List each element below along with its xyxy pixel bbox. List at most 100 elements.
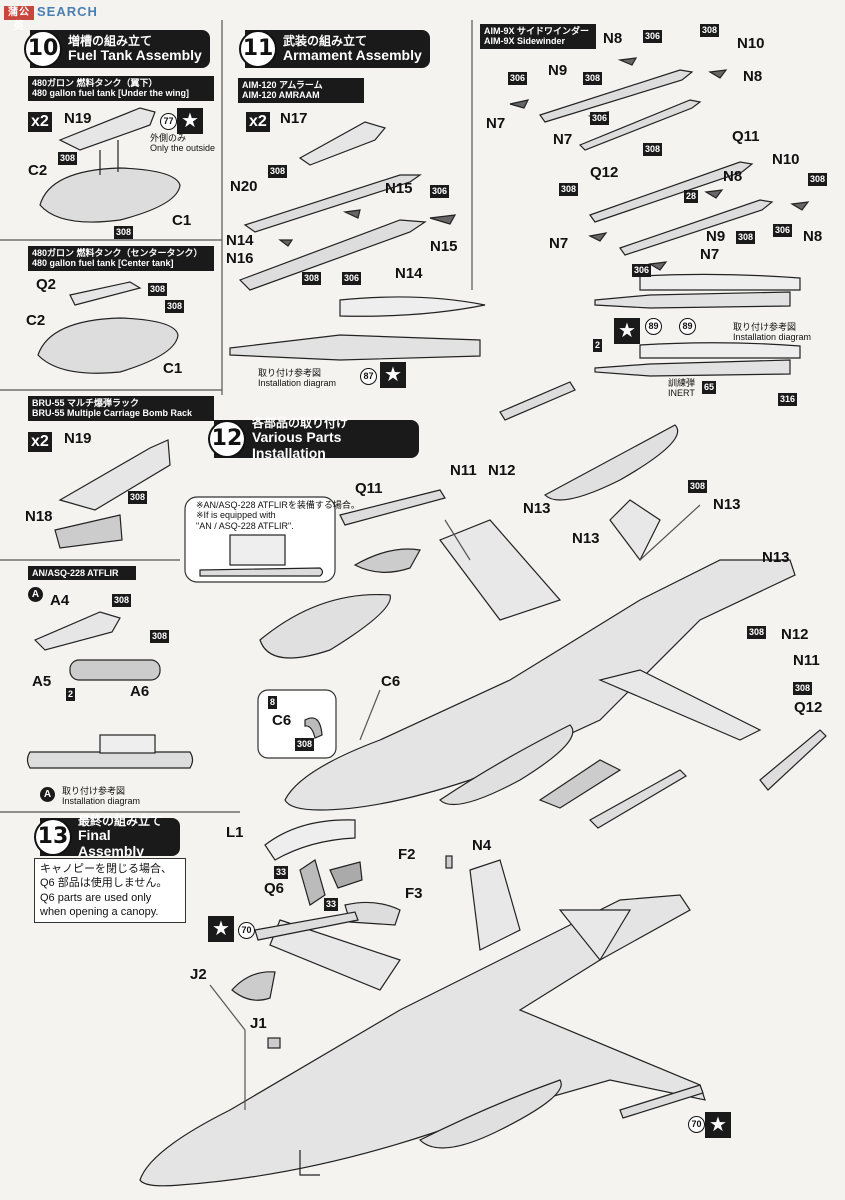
decal-number-89: 89	[645, 318, 662, 335]
watermark-logo: 蒲公英	[4, 5, 34, 32]
paint-code-308: 308	[688, 480, 708, 493]
part-label-a4: A4	[50, 592, 70, 609]
part-label-n14: N14	[226, 232, 254, 249]
note-install-amraam: 取り付け参考図 Installation diagram	[258, 368, 336, 389]
decal-number-89: 89	[679, 318, 696, 335]
paint-code-308: 308	[114, 226, 134, 239]
multiplier-bru55: x2	[28, 432, 52, 452]
paint-code-308: 308	[148, 283, 168, 296]
part-label-n15: N15	[430, 238, 458, 255]
part-label-f3: F3	[405, 885, 423, 902]
part-label-n8: N8	[743, 68, 763, 85]
part-label-c1: C1	[172, 212, 192, 229]
decal-number-87: 87	[360, 368, 377, 385]
step-13-title-jp: 最終の組み立て	[77, 814, 162, 829]
section-sidewinder-label: AIM-9X サイドワインダー AIM-9X Sidewinder	[480, 24, 596, 49]
part-label-j1: J1	[250, 1015, 267, 1032]
section-amraam-jp: AIM-120 アムラーム	[242, 80, 323, 90]
paint-code-308: 308	[295, 738, 315, 751]
atflir-marker-a: A	[40, 787, 55, 802]
part-label-q2: Q2	[36, 276, 57, 293]
part-label-n18: N18	[25, 508, 53, 525]
note-canopy-en1: Q6 parts are used only	[40, 891, 152, 904]
part-label-c2: C2	[26, 312, 46, 329]
paint-code-308: 308	[747, 626, 767, 639]
note-canopy-jp1: キャノピーを閉じる場合、	[40, 863, 172, 875]
decal-number-70: 70	[238, 922, 255, 939]
section-atflir-label: AN/ASQ-228 ATFLIR	[28, 566, 136, 581]
part-label-q12: Q12	[794, 699, 823, 716]
decal-star-icon: ★	[177, 108, 203, 134]
paint-code-308: 308	[700, 24, 720, 37]
note-outside-only: 外側のみ Only the outside	[150, 133, 215, 154]
part-label-q12: Q12	[590, 164, 619, 181]
part-label-n13: N13	[713, 496, 741, 513]
note-install-en: Installation diagram	[733, 332, 812, 343]
paint-code-2: 2	[66, 688, 76, 701]
step-12-title-jp: 各部品の取り付け	[251, 416, 348, 431]
part-label-n7: N7	[486, 115, 506, 132]
part-label-n13: N13	[762, 549, 790, 566]
part-label-n19: N19	[64, 430, 92, 447]
part-label-n10: N10	[772, 151, 800, 168]
section-center-tank-label: 480ガロン 燃料タンク（センタータンク） 480 gallon fuel ta…	[28, 246, 214, 271]
note-atflir-en1: ※If is equipped with	[196, 510, 276, 521]
note-canopy-jp2: Q6 部品は使用しません。	[40, 877, 168, 890]
part-label-n9: N9	[548, 62, 568, 79]
paint-code-308: 308	[150, 630, 170, 643]
note-install-en: Installation diagram	[62, 796, 141, 807]
paint-code-65: 65	[702, 381, 717, 394]
paint-code-8: 8	[268, 696, 278, 709]
part-label-n10: N10	[737, 35, 765, 52]
paint-code-316: 316	[778, 393, 798, 406]
part-label-n7: N7	[549, 235, 569, 252]
section-atflir-en: AN/ASQ-228 ATFLIR	[32, 568, 119, 578]
paint-code-308: 308	[302, 272, 322, 285]
decal-star-icon: ★	[705, 1112, 731, 1138]
paint-code-2: 2	[593, 339, 603, 352]
part-label-n20: N20	[230, 178, 258, 195]
section-amraam-en: AIM-120 AMRAAM	[242, 90, 320, 101]
section-amraam-label: AIM-120 アムラーム AIM-120 AMRAAM	[238, 78, 364, 103]
section-center-tank-en: 480 gallon fuel tank [Center tank]	[32, 258, 174, 269]
step-11-number: 11	[239, 30, 277, 68]
section-sidewinder-jp: AIM-9X サイドワインダー	[484, 26, 590, 36]
step-10-number: 10	[24, 30, 62, 68]
paint-code-308: 308	[112, 594, 132, 607]
part-label-n14: N14	[395, 265, 423, 282]
note-inert-jp: 訓練弾	[668, 378, 696, 388]
note-install-jp: 取り付け参考図	[258, 368, 322, 378]
part-label-c6: C6	[272, 712, 292, 729]
decal-star-icon: ★	[614, 318, 640, 344]
part-label-a6: A6	[130, 683, 150, 700]
note-install-en: Installation diagram	[258, 378, 337, 389]
paint-code-308: 308	[808, 173, 828, 186]
part-label-q11: Q11	[732, 128, 760, 145]
part-label-n15: N15	[385, 180, 413, 197]
watermark: 蒲公英SEARCH	[4, 4, 98, 32]
section-sidewinder-en: AIM-9X Sidewinder	[484, 36, 566, 47]
note-inert: 訓練弾 INERT	[668, 378, 695, 399]
step-13-title-en: Final Assembly	[77, 827, 145, 859]
paint-code-308: 308	[165, 300, 185, 313]
part-label-n19: N19	[64, 110, 92, 127]
part-label-n17: N17	[280, 110, 308, 127]
part-label-c2: C2	[28, 162, 48, 179]
note-outside-en: Only the outside	[150, 143, 216, 154]
part-label-l1: L1	[226, 824, 244, 841]
section-center-tank-jp: 480ガロン 燃料タンク（センタータンク）	[32, 248, 203, 258]
note-install-atflir: 取り付け参考図 Installation diagram	[62, 786, 140, 807]
paint-code-306: 306	[430, 185, 450, 198]
paint-code-306: 306	[590, 112, 610, 125]
atflir-marker-a: A	[28, 587, 43, 602]
paint-code-33: 33	[274, 866, 289, 879]
note-canopy-en2: when opening a canopy.	[40, 905, 159, 918]
part-label-n7: N7	[553, 131, 573, 148]
section-wing-tank-label: 480ガロン 燃料タンク（翼下） 480 gallon fuel tank [U…	[28, 76, 214, 101]
multiplier-wing-tank: x2	[28, 112, 52, 132]
step-11-title-jp: 武装の組み立て	[283, 33, 368, 48]
